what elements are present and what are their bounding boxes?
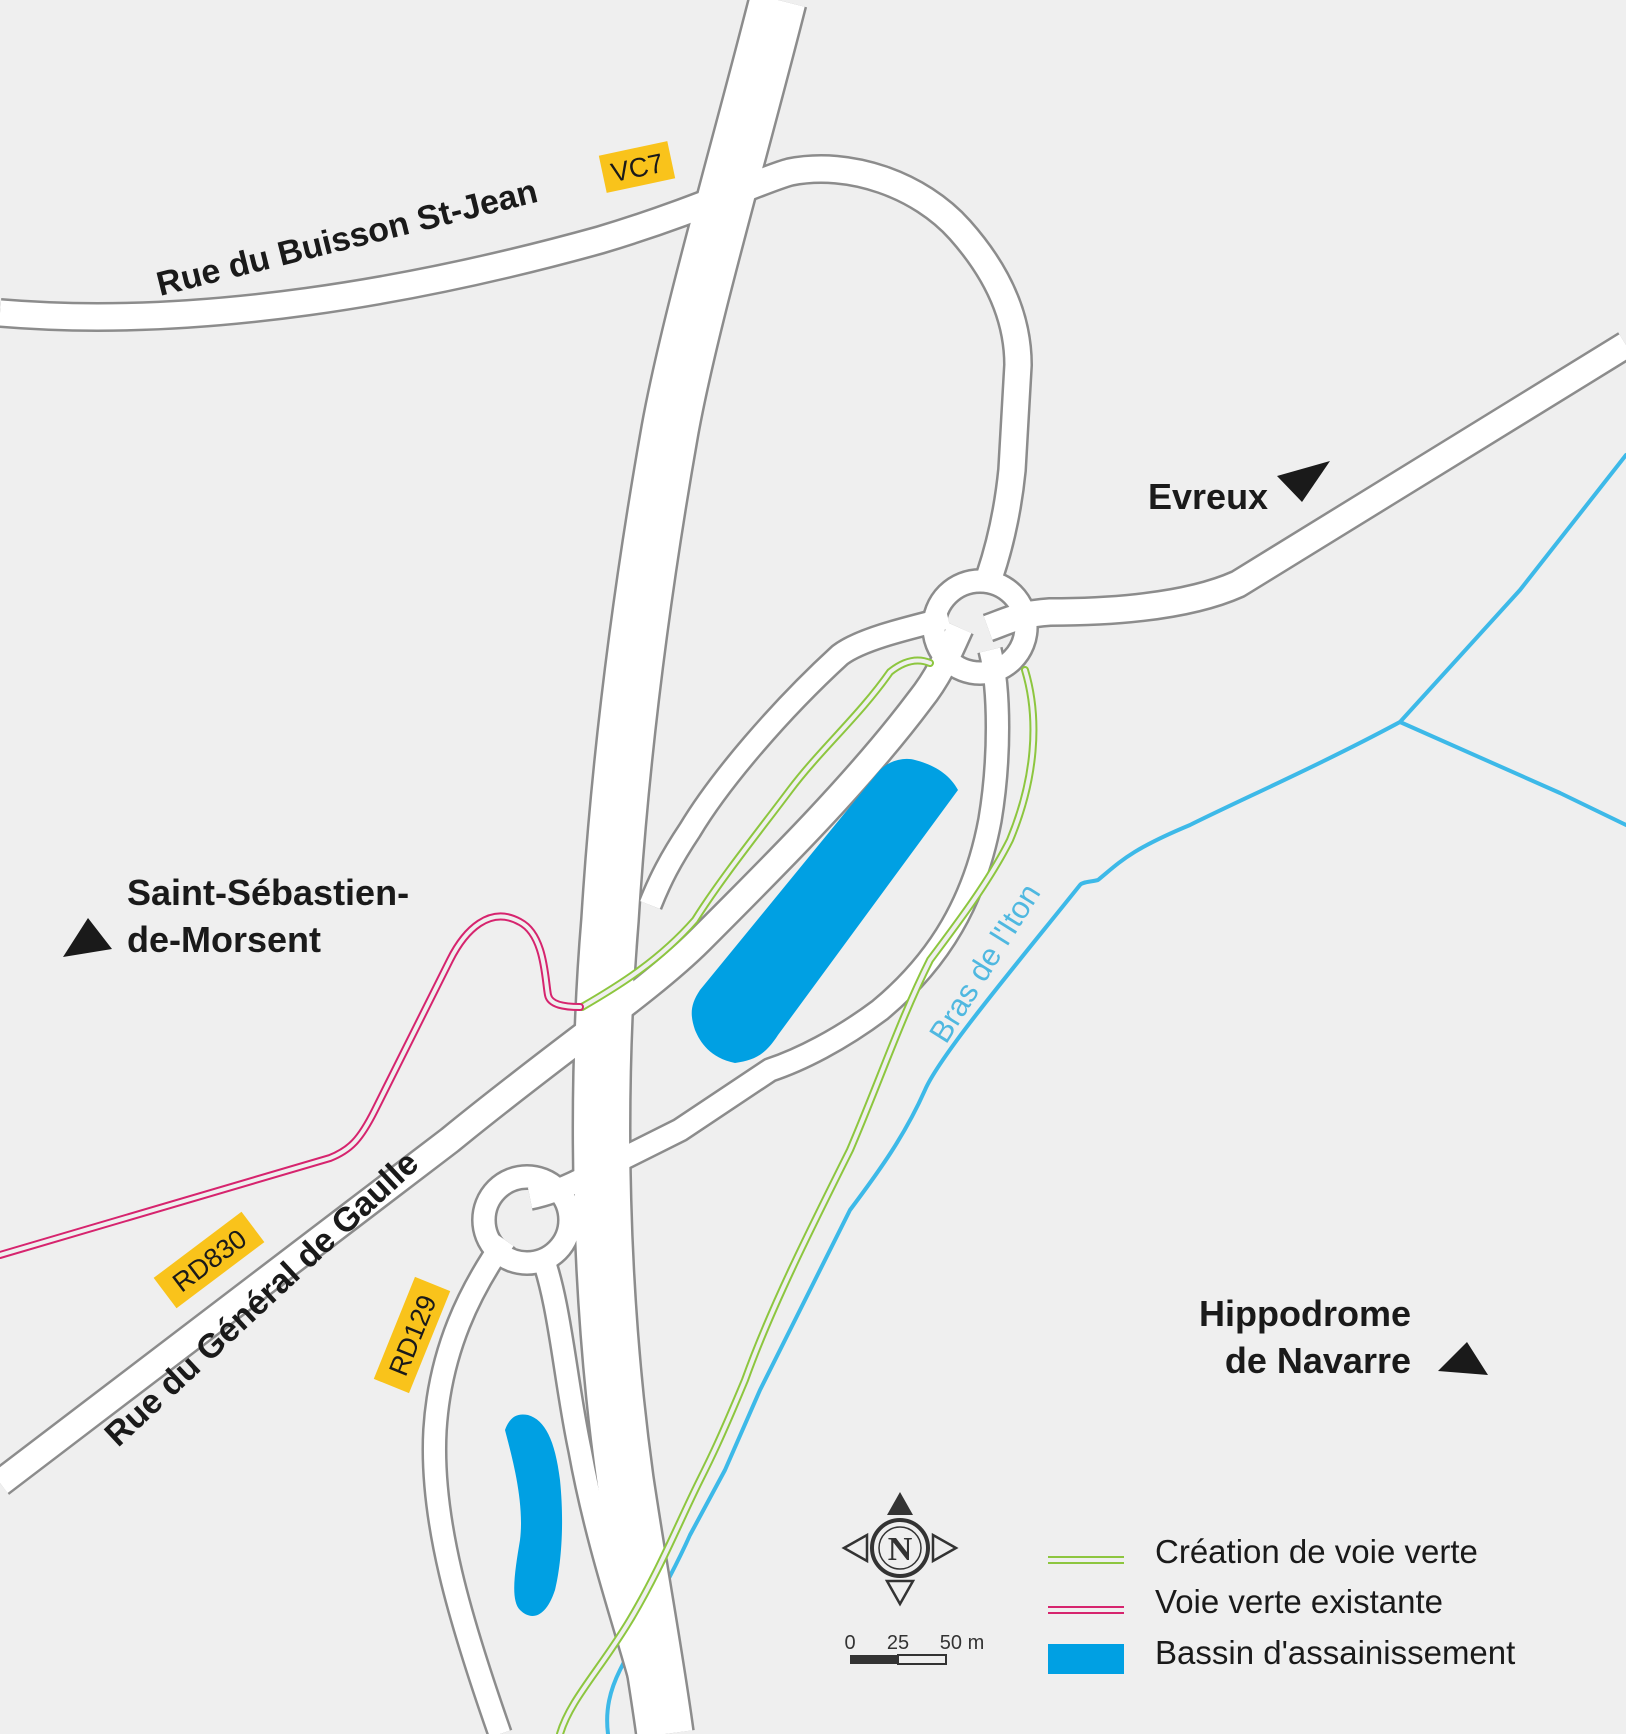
ramp-sw-inner	[530, 1246, 666, 1734]
green-way-new-north-inner	[580, 658, 932, 1009]
green-way-existing-inner	[0, 914, 582, 1257]
badge-vc7-box	[598, 141, 676, 193]
rue-buisson-road	[0, 156, 1031, 579]
roundabout-north	[923, 570, 1037, 684]
scale-bar-light-segment	[897, 1654, 947, 1665]
legend: Création de voie verte Voie verte exista…	[1048, 1533, 1515, 1674]
compass-west-pointer	[841, 1532, 869, 1564]
legend-item-new-green-way: Création de voie verte	[1048, 1533, 1478, 1570]
river-branch-east	[1398, 720, 1626, 827]
place-label-hippodrome-line1: Hippodrome	[1199, 1293, 1411, 1334]
badge-rd830-box	[153, 1211, 265, 1309]
green-way-new-south-inner	[558, 668, 1036, 1734]
direction-arrow-evreux-icon	[1277, 461, 1330, 502]
legend-item-existing-green-way: Voie verte existante	[1048, 1583, 1443, 1620]
ramp-south	[527, 647, 1008, 1209]
green-way-existing	[0, 912, 584, 1259]
badge-vc7: VC7	[598, 141, 676, 193]
compass-north-letter: N	[888, 1531, 913, 1568]
legend-item-basin: Bassin d'assainissement	[1048, 1634, 1515, 1674]
roundabout-south	[473, 1166, 581, 1274]
badge-rd129-box	[373, 1276, 451, 1394]
direction-arrow-hippodrome-icon	[1438, 1342, 1488, 1375]
legend-label-existing-green-way: Voie verte existante	[1155, 1583, 1443, 1620]
compass-rose-icon: N	[841, 1492, 959, 1607]
scale-bar-dark-segment	[850, 1655, 898, 1664]
ramp-sw-loop	[423, 1233, 514, 1734]
place-label-saint-sebastien-line1: Saint-Sébastien-	[127, 872, 409, 913]
scale-label-end: 50 m	[940, 1632, 984, 1654]
compass-east-pointer	[931, 1532, 959, 1564]
green-way-new	[556, 656, 1038, 1734]
evreux-road	[983, 334, 1626, 640]
compass-inner-ring	[878, 1526, 922, 1570]
scale-bar: 0 25 50 m	[844, 1632, 984, 1665]
place-label-hippodrome-line2: de Navarre	[1225, 1340, 1411, 1381]
ramp-northwest	[640, 607, 951, 909]
place-label-saint-sebastien-line2: de-Morsent	[127, 919, 321, 960]
legend-label-new-green-way: Création de voie verte	[1155, 1533, 1478, 1570]
compass-north-pointer	[887, 1492, 913, 1515]
basin-small	[505, 1414, 563, 1616]
scale-label-mid: 25	[887, 1632, 909, 1654]
scale-label-zero: 0	[844, 1632, 855, 1654]
direction-arrow-saint-sebastien-icon	[63, 918, 112, 957]
basin-large	[691, 758, 958, 1063]
motorway	[574, 0, 805, 1734]
place-label-evreux: Evreux	[1148, 476, 1268, 517]
legend-symbol-basin	[1048, 1644, 1124, 1674]
compass-south-pointer	[884, 1579, 916, 1607]
compass-ring	[870, 1518, 930, 1578]
rue-gaulle-road	[0, 622, 972, 1493]
legend-label-basin: Bassin d'assainissement	[1155, 1634, 1515, 1671]
